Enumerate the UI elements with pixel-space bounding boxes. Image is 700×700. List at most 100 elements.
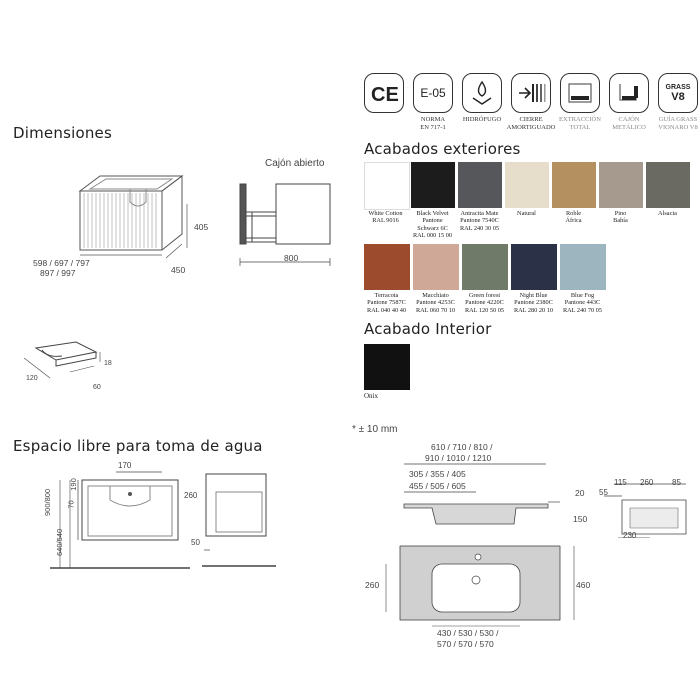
caption-line: EN 717-1 <box>420 123 446 131</box>
water-side-height: 260 <box>184 491 198 500</box>
caption-line: VIONARO V8 <box>658 123 698 131</box>
grass-badge-text: GRASS <box>665 83 691 91</box>
water-front-offset-2: 70 <box>66 500 76 509</box>
caption-line: CAJÓN <box>618 116 640 123</box>
basin-inner-1: 305 / 355 / 405 <box>409 469 466 479</box>
basin-bowl-depth: 150 <box>573 514 588 524</box>
swatch-label-line: Alsacia <box>658 210 677 217</box>
swatch-label-line: Green forest <box>468 292 501 299</box>
water-inlet-front-drawing <box>50 471 190 569</box>
swatch-label-line: Night Blue <box>519 292 548 299</box>
water-front-width: 170 <box>118 461 132 470</box>
swatch-label-line: RAL 240 30 05 <box>459 224 500 232</box>
swatch-label-line: Natural <box>517 210 536 217</box>
basin-plan-bowl-depth: 260 <box>365 580 380 590</box>
caption-line: METÁLICO <box>612 123 646 131</box>
swatch-label-line: Pino <box>614 210 627 217</box>
basin-side-drawing <box>604 483 687 538</box>
open-drawer-drawing <box>239 183 331 266</box>
swatch-white-cotton <box>364 162 410 210</box>
basin-plan-drawing <box>385 545 575 627</box>
basin-overall-2: 910 / 1010 / 1210 <box>425 453 492 463</box>
basin-side-d3: 85 <box>672 478 681 487</box>
swatch-label-line: RAL 240 70 05 <box>562 306 603 314</box>
basin-side-d5: 230 <box>623 531 637 540</box>
soft-close-icon <box>511 73 551 113</box>
caption-line: EXTRACCIÓN <box>559 116 601 123</box>
caption-line: NORMA <box>420 116 446 123</box>
caption-line: TOTAL <box>569 123 591 131</box>
ce-mark-text: CE <box>371 84 399 104</box>
acabados-exteriores-heading: Acabados exteriores <box>364 140 521 158</box>
basin-section-drawing <box>403 463 560 525</box>
swatch-label-line: Black Velvet <box>416 210 449 217</box>
swatch-label-line: Pantone 7540C <box>460 217 499 225</box>
water-front-offset-1: 190 <box>68 478 78 491</box>
drawer-title: Cajón abierto <box>265 158 325 169</box>
swatch-label-line: Pantone <box>422 217 443 225</box>
swatch-label-line: White Cotton <box>368 210 403 217</box>
basin-side-d4: 55 <box>599 488 608 497</box>
espacio-libre-heading: Espacio libre para toma de agua <box>13 437 263 455</box>
drawer-open-depth: 800 <box>284 253 299 263</box>
basin-plan-bowl-2: 570 / 570 / 570 <box>437 639 494 649</box>
full-extension-icon <box>560 73 600 113</box>
swatch-night-blue <box>511 244 557 290</box>
cabinet-height: 405 <box>194 222 209 232</box>
water-side-offset: 50 <box>191 538 200 547</box>
cabinet-depth: 450 <box>171 265 186 275</box>
handle-depth: 60 <box>93 384 101 391</box>
ce-mark-icon: CE <box>364 73 404 113</box>
swatch-roble-africa <box>552 162 596 208</box>
basin-plan-total-depth: 460 <box>576 580 591 590</box>
handle-height: 18 <box>104 360 112 367</box>
swatch-label-line: Pantone 2380C <box>514 299 553 307</box>
caption-line: CIERRE <box>519 116 543 123</box>
swatch-antracita <box>458 162 502 208</box>
swatch-label-line: RAL 9016 <box>372 217 399 225</box>
v8-badge-text: V8 <box>671 90 685 103</box>
swatch-label-line: RAL 000 15 00 <box>412 232 453 240</box>
caption-line: AMORTIGUADO <box>506 123 556 131</box>
e05-badge-icon: E-05 <box>413 73 453 113</box>
swatch-label-line: Terracota <box>374 292 399 299</box>
swatch-label-line: Macchiato <box>422 292 449 299</box>
cabinet-widths-1: 598 / 697 / 797 <box>33 258 90 268</box>
swatch-pino-bahia <box>599 162 643 208</box>
swatch-label-line: Bahía <box>613 217 628 225</box>
cabinet-drawing <box>78 175 188 259</box>
swatch-label-line: Roble <box>565 210 582 217</box>
water-front-floor-heights-2: 640/540 <box>55 528 64 556</box>
swatch-label-line: Schwarz 6C <box>417 224 448 232</box>
swatch-label-line: RAL 060 70 10 <box>415 306 456 314</box>
swatch-blue-fog <box>560 244 606 290</box>
basin-plan-bowl-1: 430 / 530 / 530 / <box>437 628 499 638</box>
e05-badge-text: E-05 <box>420 86 446 100</box>
swatch-label-natural: Natural <box>502 210 551 217</box>
swatch-label-line: Pantone 443C <box>564 299 601 307</box>
basin-inner-2: 455 / 505 / 605 <box>409 481 466 491</box>
swatch-label-line: Blue Fog <box>570 292 595 299</box>
swatch-label-line: Pantone 4253C <box>416 299 455 307</box>
swatch-label-alsacia: Alsacia <box>643 210 692 217</box>
acabado-interior-heading: Acabado Interior <box>364 320 492 338</box>
basin-overall-1: 610 / 710 / 810 / <box>431 442 493 452</box>
swatch-label-line: Pantone 7587C <box>367 299 406 307</box>
swatch-label-onix: Onix <box>364 392 378 400</box>
swatch-green-forest <box>462 244 508 290</box>
basin-side-d1: 115 <box>614 478 627 487</box>
swatch-black-velvet <box>411 162 455 208</box>
swatch-natural <box>505 162 549 208</box>
swatch-label-line: África <box>565 217 582 225</box>
